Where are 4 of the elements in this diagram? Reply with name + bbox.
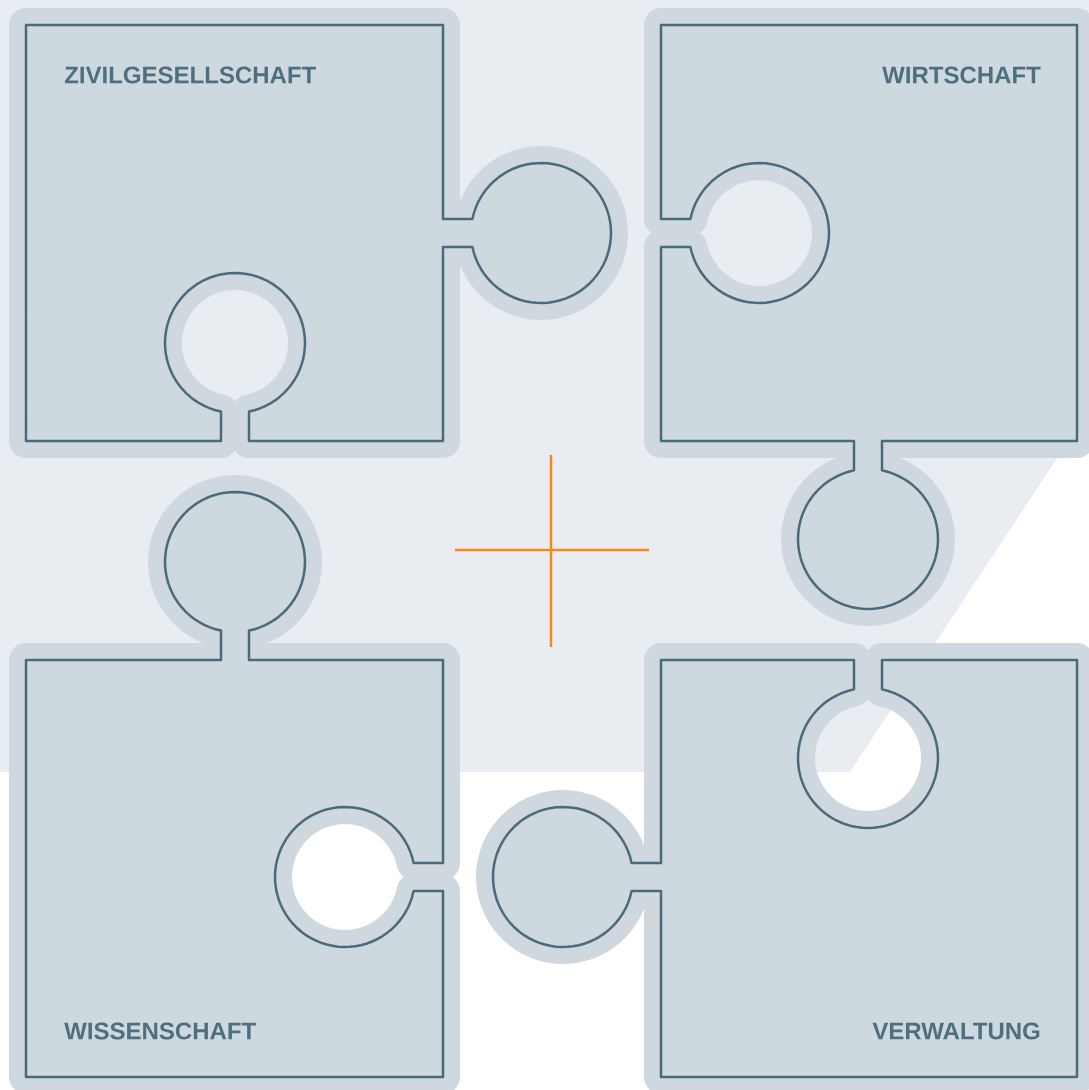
puzzle-piece: ZIVILGESELLSCHAFT — [9, 8, 628, 458]
puzzle-piece: WISSENSCHAFT — [9, 475, 460, 1090]
puzzle-piece: VERWALTUNG — [476, 643, 1089, 1090]
puzzle-piece: WIRTSCHAFT — [644, 8, 1089, 626]
